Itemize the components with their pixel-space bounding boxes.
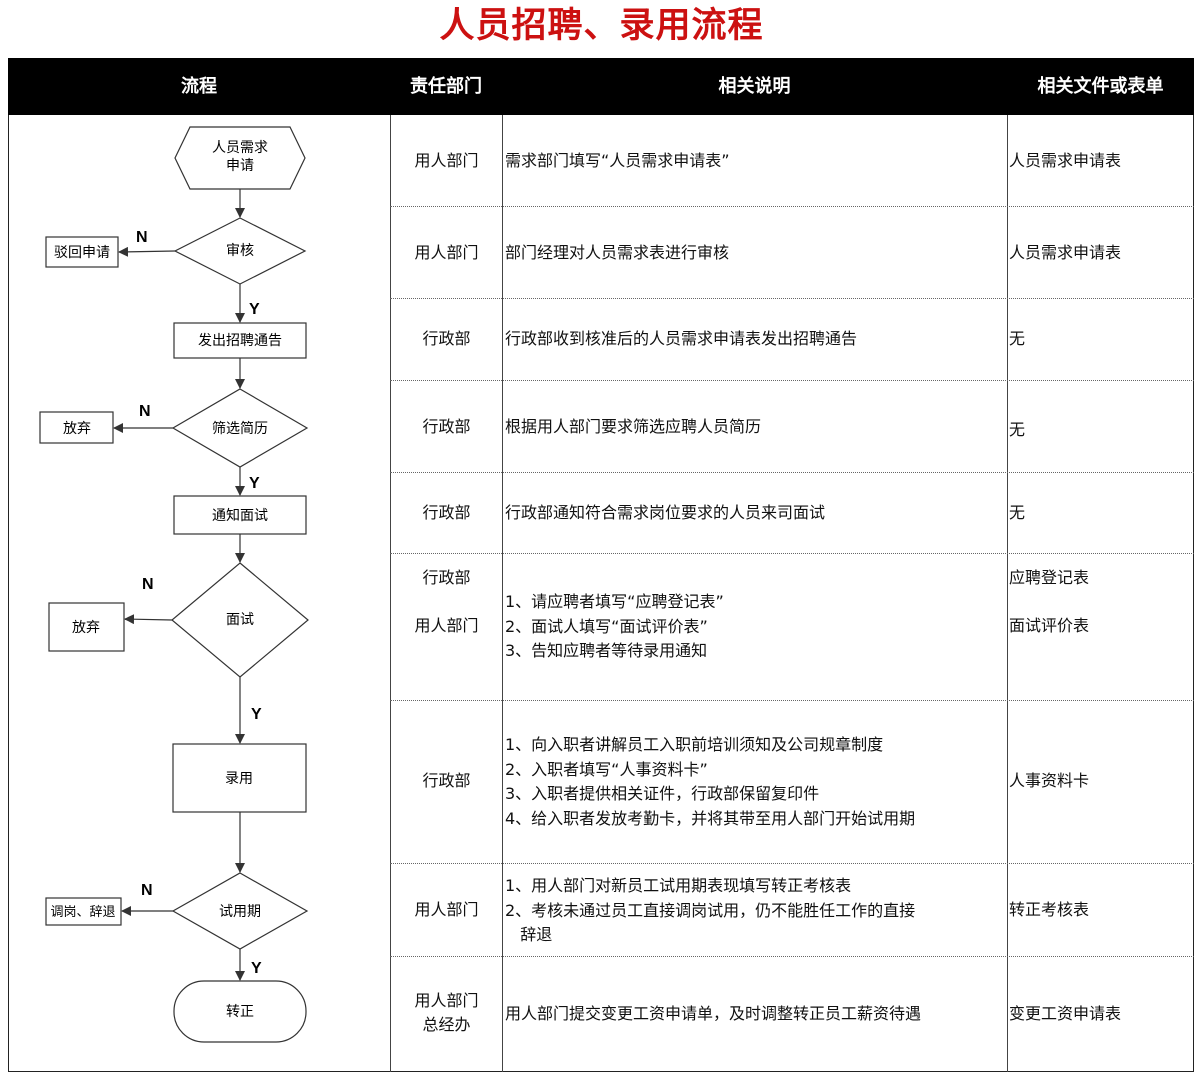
start-label-line2: 申请 (226, 158, 254, 174)
row-divider (390, 206, 1194, 207)
table-row-1-desc: 需求部门填写“人员需求申请表” (505, 151, 730, 170)
page-title: 人员招聘、录用流程 (439, 6, 764, 46)
reject-box (45, 236, 119, 268)
abandon-box-2 (48, 602, 125, 652)
table-row-6-docs: 应聘登记表 面试评价表 (1009, 568, 1090, 635)
no-label: N (136, 229, 148, 246)
flow-arrow (124, 614, 173, 625)
review-label: 审核 (226, 243, 254, 259)
row-divider (390, 380, 1194, 381)
confirm-label: 转正 (226, 1004, 254, 1020)
flowchart: 人员需求 申请 审核 N 驳回申请 Y 发出招聘通告 筛选简历 N 放弃 Y 通… (39, 126, 309, 1043)
table-row-5-dept: 行政部 (422, 503, 471, 522)
yes-label: Y (251, 960, 262, 977)
hire-box (172, 743, 307, 813)
table-row-3-desc: 行政部收到核准后的人员需求申请表发出招聘通告 (505, 329, 858, 348)
yes-label: Y (249, 301, 260, 318)
table-row-4-docs: 无 (1009, 420, 1026, 439)
table-row-6-dept: 行政部 用人部门 (414, 568, 479, 635)
table-row-1-docs: 人员需求申请表 (1009, 151, 1122, 170)
table-row-7-dept: 行政部 (422, 771, 471, 790)
table-header: 流程 责任部门 相关说明 相关文件或表单 (8, 58, 1194, 115)
yes-label: Y (249, 475, 260, 492)
table-row-7-docs: 人事资料卡 (1009, 771, 1090, 790)
abandon-box-1 (39, 411, 114, 444)
table-row-8-docs: 转正考核表 (1009, 900, 1090, 919)
start-hexagon (174, 126, 306, 190)
row-divider (390, 863, 1194, 864)
screen-label: 筛选简历 (212, 420, 268, 437)
abandon-label-1: 放弃 (63, 421, 91, 437)
table-row-3-docs: 无 (1009, 329, 1026, 348)
column-divider (390, 115, 391, 1072)
no-label: N (142, 576, 154, 593)
row-divider (390, 700, 1194, 701)
transfer-box (45, 897, 122, 926)
abandon-label-2: 放弃 (72, 620, 100, 636)
column-divider (502, 115, 503, 1072)
reject-label: 驳回申请 (54, 245, 110, 261)
hire-label: 录用 (225, 771, 253, 787)
header-dept: 责任部门 (410, 76, 482, 97)
table-row-5-docs: 无 (1009, 503, 1026, 522)
transfer-label: 调岗、辞退 (50, 905, 115, 920)
interview-label: 面试 (226, 612, 254, 628)
probation-label: 试用期 (219, 904, 261, 920)
header-flow: 流程 (181, 76, 217, 97)
notify-interview-label: 通知面试 (212, 507, 268, 524)
flow-arrow (118, 246, 176, 257)
table-row-9-docs: 变更工资申请表 (1009, 1004, 1122, 1023)
no-label: N (141, 882, 153, 899)
table-row-8-desc: 1、用人部门对新员工试用期表现填写转正考核表 2、考核未通过员工直接调岗试用，仍… (505, 876, 916, 944)
yes-label: Y (251, 706, 262, 723)
start-label-line1: 人员需求 (212, 140, 268, 156)
column-divider (1007, 115, 1008, 1072)
table-row-8-dept: 用人部门 (414, 900, 479, 919)
no-label: N (139, 403, 151, 420)
row-divider (390, 553, 1194, 554)
header-docs: 相关文件或表单 (1037, 76, 1164, 97)
confirm-terminator (173, 980, 307, 1043)
table-row-4-dept: 行政部 (422, 417, 471, 436)
table-row-2-desc: 部门经理对人员需求表进行审核 (505, 243, 730, 262)
row-divider (390, 472, 1194, 473)
table-row-2-dept: 用人部门 (414, 243, 479, 262)
table-row-6-desc: 1、请应聘者填写“应聘登记表” 2、面试人填写“面试评价表” 3、告知应聘者等待… (505, 592, 724, 660)
table-row-2-docs: 人员需求申请表 (1009, 243, 1122, 262)
table-row-9-dept: 用人部门 总经办 (414, 991, 479, 1034)
row-divider (390, 298, 1194, 299)
table-row-3-dept: 行政部 (422, 329, 471, 348)
table-row-7-desc: 1、向入职者讲解员工入职前培训须知及公司规章制度 2、入职者填写“人事资料卡” … (505, 735, 916, 828)
table-row-5-desc: 行政部通知符合需求岗位要求的人员来司面试 (505, 503, 826, 522)
table-row-9-desc: 用人部门提交变更工资申请单，及时调整转正员工薪资待遇 (505, 1004, 922, 1023)
table-row-1-dept: 用人部门 (414, 151, 479, 170)
table-row-4-desc: 根据用人部门要求筛选应聘人员简历 (505, 417, 762, 436)
header-desc: 相关说明 (718, 76, 791, 97)
row-divider (390, 956, 1194, 957)
post-notice-label: 发出招聘通告 (198, 333, 282, 349)
